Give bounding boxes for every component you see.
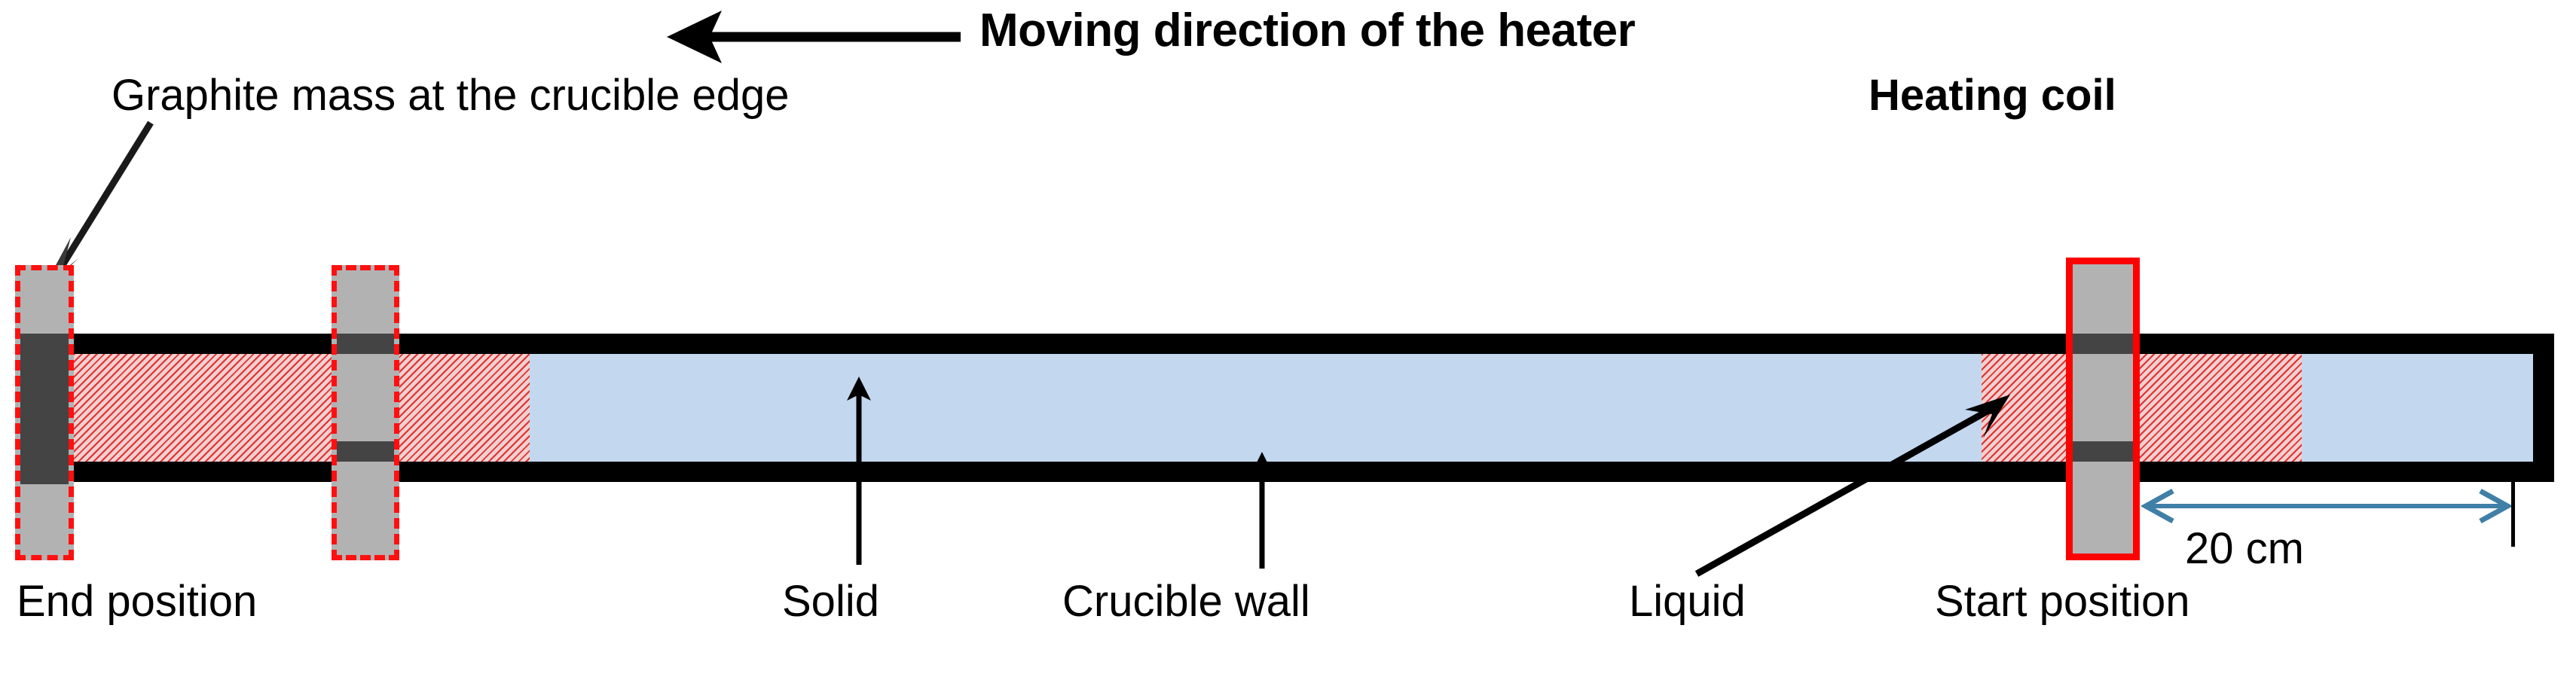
graphite-mass-annotation: Graphite mass at the crucible edge bbox=[112, 71, 790, 120]
phase-band-liquid-right bbox=[2302, 354, 2533, 462]
dimension-end-tick bbox=[2511, 482, 2515, 547]
heating-coil-wall-overlap bbox=[2073, 441, 2133, 462]
phase-band-solid-left bbox=[36, 354, 530, 462]
phase-band-liquid-main bbox=[530, 354, 1982, 462]
moving-direction-arrow-icon bbox=[667, 11, 961, 63]
heating-coil-annotation: Heating coil bbox=[1869, 71, 2116, 120]
heating-coil-wall-overlap bbox=[2073, 334, 2133, 354]
label-solid: Solid bbox=[782, 577, 879, 626]
liquid-callout-arrow-icon bbox=[1694, 395, 2010, 577]
label-liquid: Liquid bbox=[1629, 577, 1746, 626]
graphite-mass-wall-overlap bbox=[337, 334, 394, 354]
heating-coil-marker bbox=[2066, 258, 2140, 560]
crucible-tube bbox=[26, 334, 2554, 482]
crucible-wall-right-cap bbox=[2533, 334, 2554, 482]
graphite-mass-wall-overlap bbox=[20, 334, 69, 484]
graphite-mass-wall-overlap bbox=[337, 441, 394, 462]
crucible-wall-callout-arrow-icon bbox=[1250, 452, 1274, 569]
crucible-wall-top bbox=[26, 334, 2554, 354]
graphite-mass-second bbox=[332, 265, 399, 560]
solid-callout-arrow-icon bbox=[847, 377, 871, 565]
label-crucible-wall: Crucible wall bbox=[1062, 577, 1310, 626]
label-start-position: Start position bbox=[1935, 577, 2190, 626]
crucible-interior bbox=[36, 354, 2533, 462]
dimension-20cm-arrow-icon bbox=[2140, 488, 2513, 524]
label-end-position: End position bbox=[17, 577, 258, 626]
dimension-20cm-label: 20 cm bbox=[2185, 524, 2304, 573]
moving-direction-title: Moving direction of the heater bbox=[979, 5, 1636, 56]
crucible-wall-bottom bbox=[26, 462, 2554, 482]
graphite-mass-end-position bbox=[15, 265, 74, 560]
phase-band-solid-right bbox=[1982, 354, 2302, 462]
